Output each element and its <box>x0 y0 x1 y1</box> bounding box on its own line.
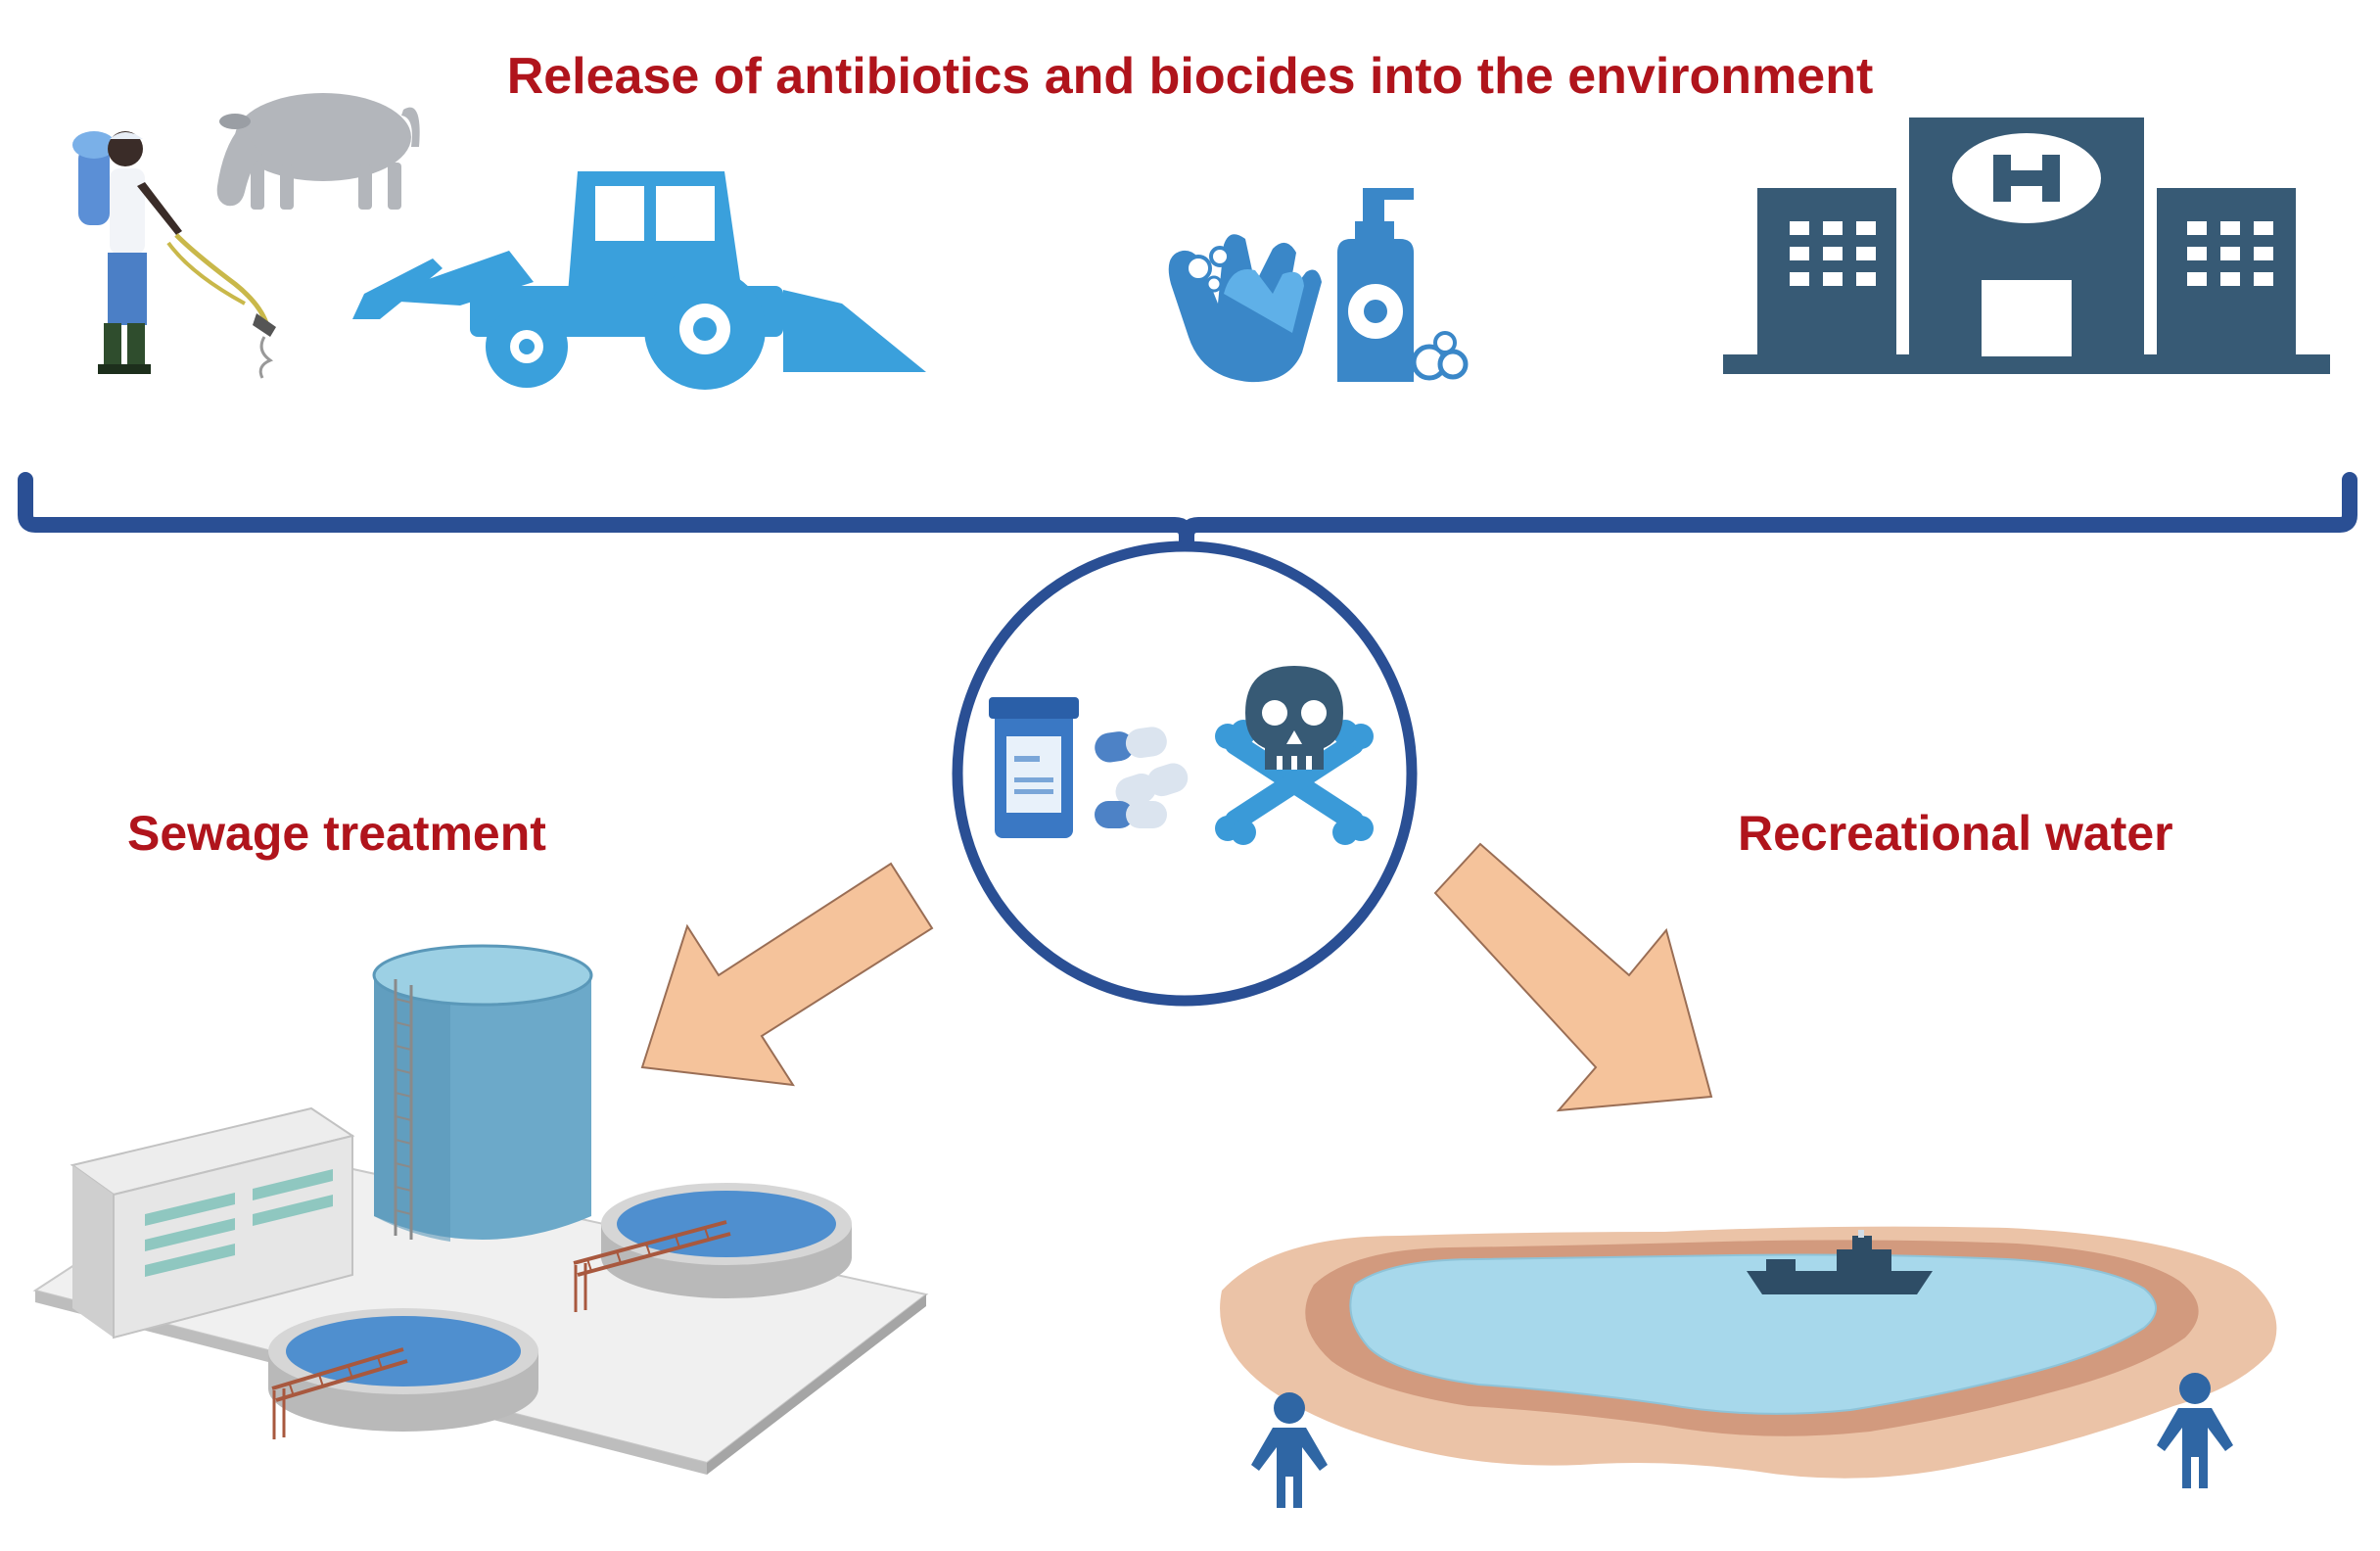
medicine-bottle-icon <box>989 697 1079 838</box>
person-icon <box>1251 1392 1328 1508</box>
soap-dispenser-icon <box>1337 188 1469 382</box>
recreational-water-label: Recreational water <box>1738 806 2173 861</box>
person-icon <box>2157 1373 2233 1488</box>
lake-icon <box>1220 1226 2277 1479</box>
arrow-to-sewage <box>640 862 934 1087</box>
diagram-title: Release of antibiotics and biocides into… <box>506 48 1874 105</box>
sewage-treatment-label: Sewage treatment <box>127 806 546 861</box>
capsule-icon <box>1095 727 1189 828</box>
cow-icon <box>216 93 420 210</box>
arrow-to-recreational <box>1433 842 1713 1112</box>
sewage-treatment-plant-icon <box>32 944 929 1475</box>
tractor-icon <box>352 171 926 390</box>
farmer-sprayer-icon <box>72 131 276 379</box>
boat-icon <box>1747 1230 1933 1294</box>
skull-crossbones-icon <box>1215 666 1374 845</box>
hand-washing-icon <box>1168 234 1322 383</box>
hospital-icon <box>1723 118 2330 374</box>
